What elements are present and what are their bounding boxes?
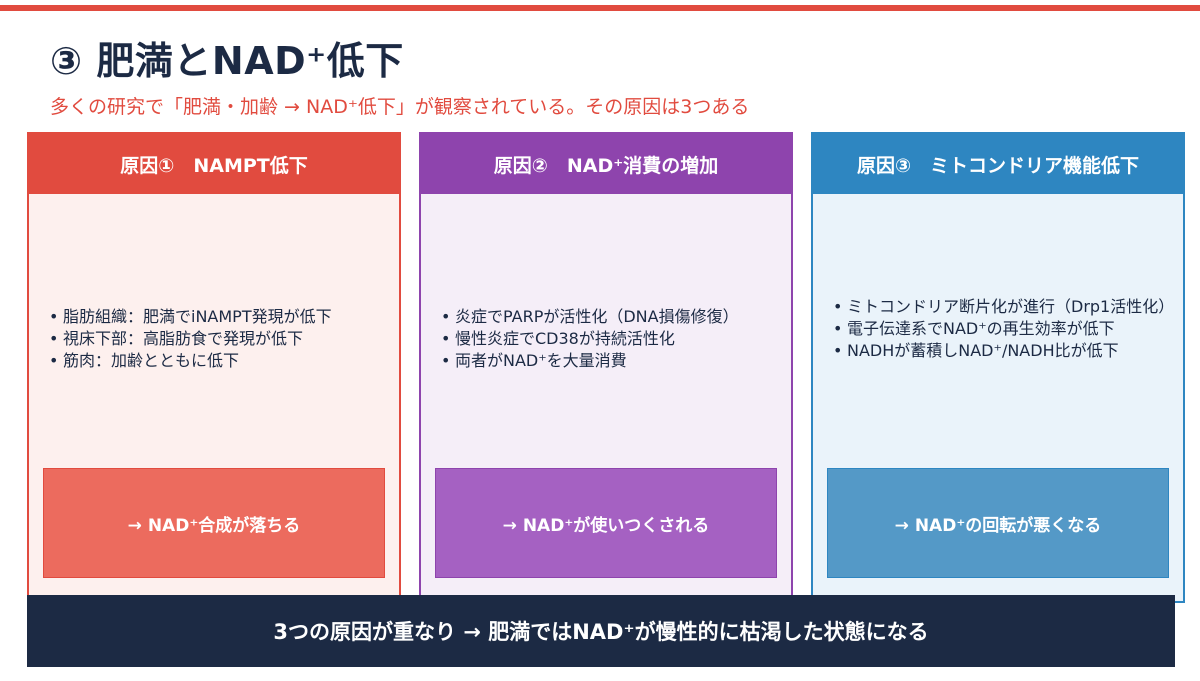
cause-card-nad-consumption: 原因② NAD⁺消費の増加 炎症でPARPが活性化（DNA損傷修復） 慢性炎症で…: [419, 132, 793, 603]
list-item: 電子伝達系でNAD⁺の再生効率が低下: [833, 318, 1167, 340]
card-result-box: → NAD⁺の回転が悪くなる: [827, 468, 1169, 578]
page-subtitle: 多くの研究で「肥満・加齢 → NAD⁺低下」が観察されている。その原因は3つある: [50, 96, 750, 118]
card-bullet-list: ミトコンドリア断片化が進行（Drp1活性化） 電子伝達系でNAD⁺の再生効率が低…: [833, 296, 1174, 362]
list-item: 慢性炎症でCD38が持続活性化: [441, 328, 775, 350]
card-result-box: → NAD⁺が使いつくされる: [435, 468, 777, 578]
card-header: 原因③ ミトコンドリア機能低下: [813, 134, 1183, 194]
list-item: 脂肪組織：肥満でiNAMPT発現が低下: [49, 306, 383, 328]
card-header: 原因② NAD⁺消費の増加: [421, 134, 791, 194]
card-result-box: → NAD⁺合成が落ちる: [43, 468, 385, 578]
list-item: NADHが蓄積しNAD⁺/NADH比が低下: [833, 340, 1167, 362]
list-item: ミトコンドリア断片化が進行（Drp1活性化）: [833, 296, 1174, 318]
cause-card-mitochondria: 原因③ ミトコンドリア機能低下 ミトコンドリア断片化が進行（Drp1活性化） 電…: [811, 132, 1185, 603]
top-accent-bar: [0, 0, 1200, 14]
cause-card-nampt: 原因① NAMPT低下 脂肪組織：肥満でiNAMPT発現が低下 視床下部：高脂肪…: [27, 132, 401, 603]
page-title: ③ 肥満とNAD⁺低下: [50, 39, 404, 83]
list-item: 筋肉：加齢とともに低下: [49, 350, 383, 372]
card-bullet-list: 脂肪組織：肥満でiNAMPT発現が低下 視床下部：高脂肪食で発現が低下 筋肉：加…: [49, 306, 383, 372]
conclusion-banner: 3つの原因が重なり → 肥満ではNAD⁺が慢性的に枯渇した状態になる: [27, 595, 1175, 667]
card-bullet-list: 炎症でPARPが活性化（DNA損傷修復） 慢性炎症でCD38が持続活性化 両者が…: [441, 306, 775, 372]
list-item: 両者がNAD⁺を大量消費: [441, 350, 775, 372]
list-item: 視床下部：高脂肪食で発現が低下: [49, 328, 383, 350]
card-header: 原因① NAMPT低下: [29, 134, 399, 194]
list-item: 炎症でPARPが活性化（DNA損傷修復）: [441, 306, 775, 328]
